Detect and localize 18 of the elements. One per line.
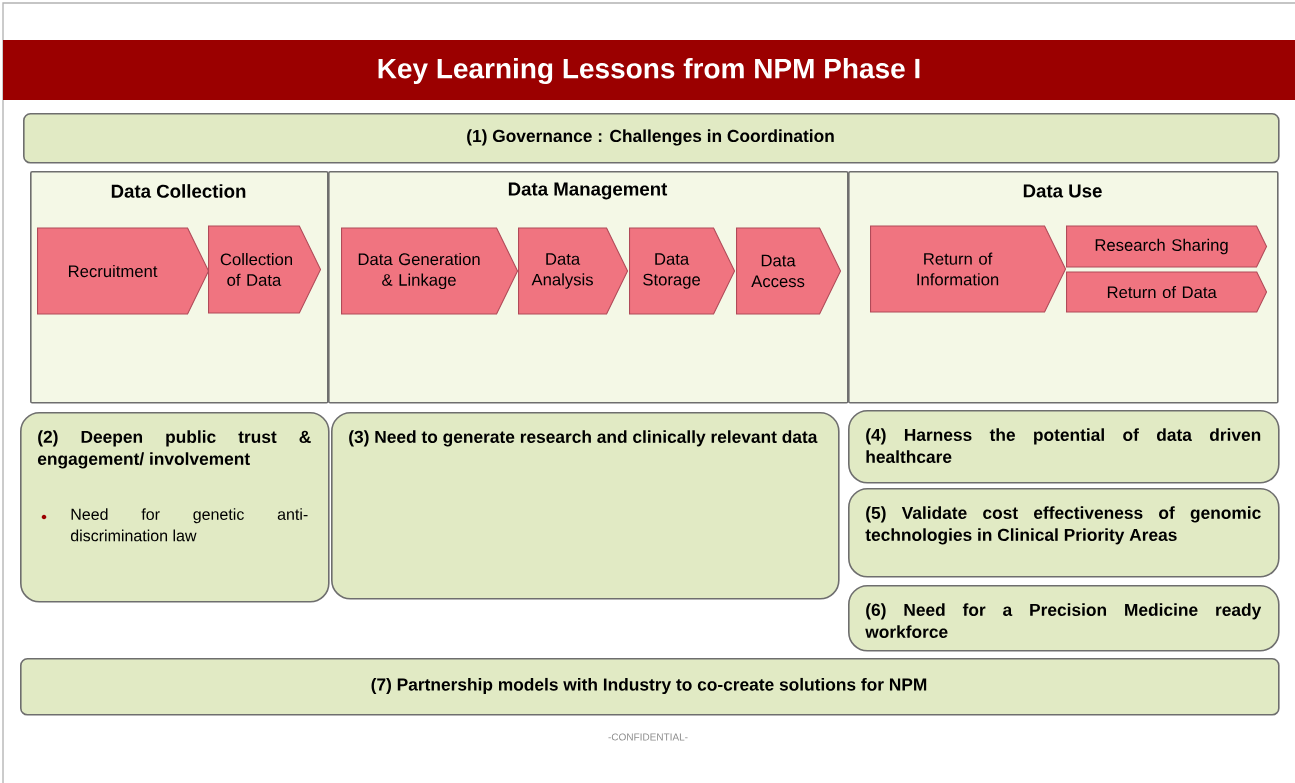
banner-box: (7) Partnership models with Industry to co-create solutions for NPM (20, 658, 1280, 716)
process-step: Return of Information (870, 225, 1067, 313)
lesson-box: (3) Need to generate research and clinically relevant data (331, 412, 840, 600)
process-step: Collection of Data (208, 225, 322, 314)
banner-box: (1) Governance : Challenges in Coordination (23, 113, 1280, 164)
lesson-box: (4) Harness the potential of data driven healthcare (848, 410, 1280, 484)
lesson-box: (5) Validate cost effectiveness of genomic technologies in Clinical Priority Areas (848, 488, 1280, 578)
process-step: Recruitment (37, 227, 210, 315)
lesson-box: (6) Need for a Precision Medicine ready workforce (848, 585, 1280, 652)
process-step: Data Access (736, 227, 842, 315)
process-step: Research Sharing (1066, 225, 1268, 268)
footer-note: -CONFIDENTIAL- (608, 733, 688, 741)
lesson-box: (2) Deepen public trust & engagement/ involvement Need for genetic anti-discrimination law (20, 412, 330, 603)
process-step: Data Storage (629, 227, 736, 315)
title-banner: Key Learning Lessons from NPM Phase I (3, 40, 1295, 100)
process-step: Data Analysis (518, 227, 629, 315)
process-step: Return of Data (1066, 271, 1268, 313)
process-step: Data Generation & Linkage (341, 227, 519, 315)
